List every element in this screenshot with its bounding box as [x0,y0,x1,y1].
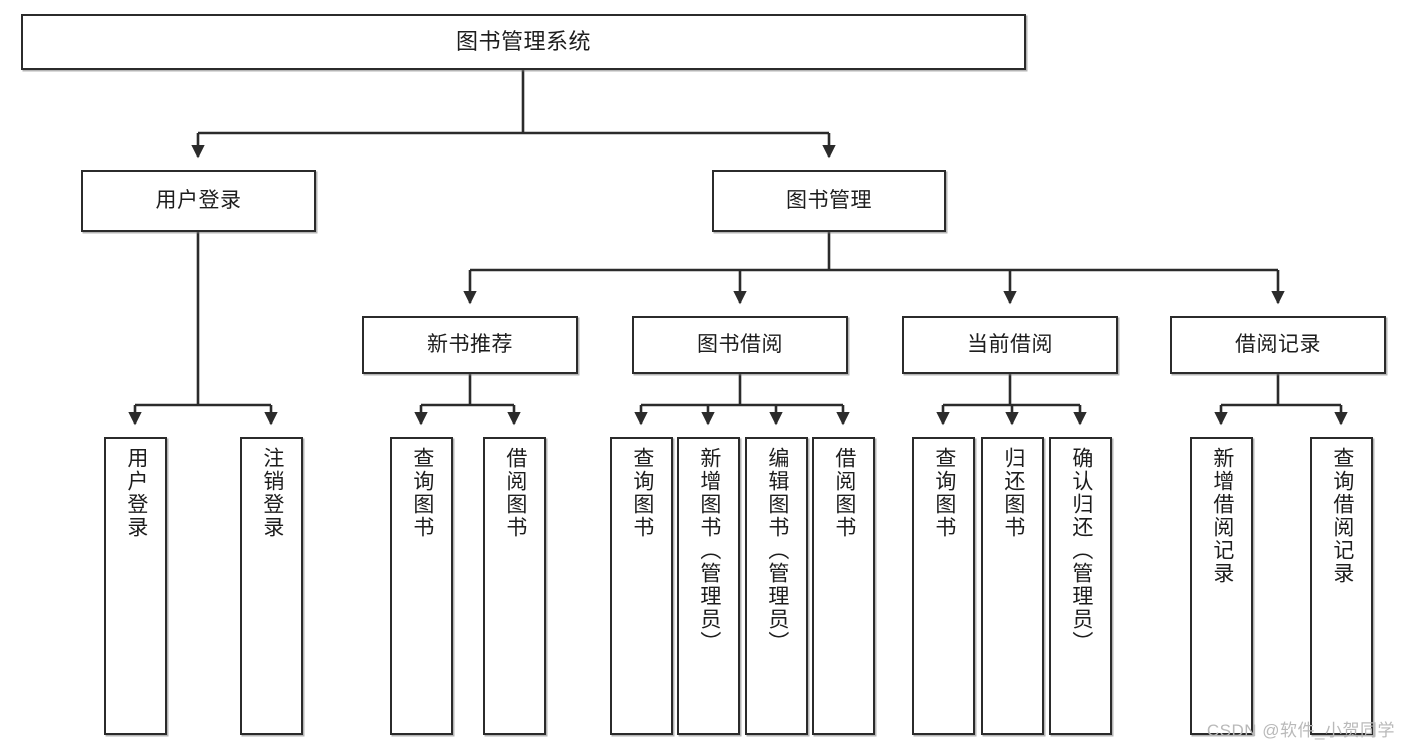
leaf-query-book-recommend[interactable]: 查询图书 [390,437,453,735]
node-label: 编辑图书（管理员） [765,447,789,654]
node-current-borrow[interactable]: 当前借阅 [902,316,1118,374]
node-label: 新书推荐 [427,332,513,356]
leaf-query-borrow-record[interactable]: 查询借阅记录 [1310,437,1373,735]
leaf-user-login[interactable]: 用户登录 [104,437,167,735]
node-label: 图书管理 [786,188,872,212]
node-label: 用户登录 [155,188,242,212]
node-book-borrow[interactable]: 图书借阅 [632,316,848,374]
node-new-book-recommend[interactable]: 新书推荐 [362,316,578,374]
leaf-query-book-current[interactable]: 查询图书 [912,437,975,735]
node-label: 当前借阅 [967,332,1053,356]
node-label: 新增图书（管理员） [697,447,721,654]
node-label: 查询图书 [630,447,654,539]
leaf-borrow-book-recommend[interactable]: 借阅图书 [483,437,546,735]
watermark: CSDN @软件_小贺同学 [1206,721,1395,740]
node-book-management[interactable]: 图书管理 [712,170,946,232]
node-root-system[interactable]: 图书管理系统 [21,14,1026,70]
node-label: 新增借阅记录 [1210,447,1234,585]
node-borrow-records[interactable]: 借阅记录 [1170,316,1386,374]
node-label: 查询图书 [932,447,956,539]
node-label: 借阅图书 [832,447,856,539]
leaf-add-book-admin[interactable]: 新增图书（管理员） [677,437,740,735]
node-label: 借阅记录 [1235,332,1321,356]
node-label: 借阅图书 [503,447,527,539]
node-label: 确认归还（管理员） [1069,447,1093,654]
leaf-borrow-book[interactable]: 借阅图书 [812,437,875,735]
leaf-logout-login[interactable]: 注销登录 [240,437,303,735]
node-label: 查询借阅记录 [1330,447,1354,585]
node-label: 查询图书 [410,447,434,539]
leaf-confirm-return-admin[interactable]: 确认归还（管理员） [1049,437,1112,735]
leaf-query-book-borrow[interactable]: 查询图书 [610,437,673,735]
node-label: 用户登录 [124,447,148,539]
leaf-add-borrow-record[interactable]: 新增借阅记录 [1190,437,1253,735]
leaf-edit-book-admin[interactable]: 编辑图书（管理员） [745,437,808,735]
node-label: 图书管理系统 [455,29,591,55]
leaf-return-book[interactable]: 归还图书 [981,437,1044,735]
node-label: 注销登录 [260,447,284,539]
node-user-login[interactable]: 用户登录 [81,170,316,232]
node-label: 图书借阅 [697,332,783,356]
node-label: 归还图书 [1001,447,1025,539]
